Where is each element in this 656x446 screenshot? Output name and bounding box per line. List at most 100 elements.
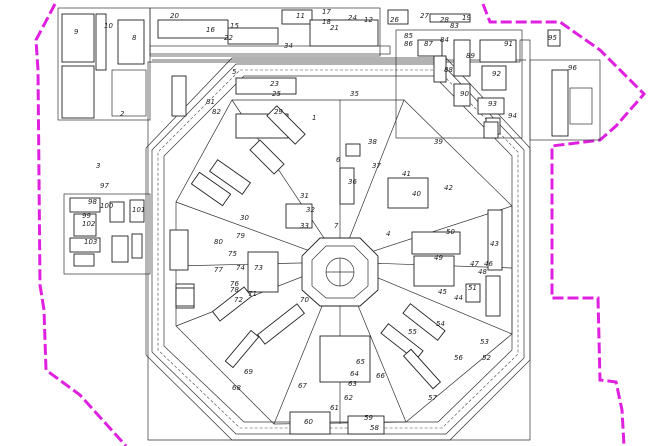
building-label: 46 xyxy=(484,260,493,268)
boundary-left xyxy=(34,3,128,446)
building-label: 79 xyxy=(236,232,245,240)
building-label: 102 xyxy=(82,220,96,228)
building-label: 1 xyxy=(312,114,316,122)
building-label: 63 xyxy=(348,380,357,388)
building-label: 29 xyxy=(274,108,283,116)
building-label: 42 xyxy=(444,184,453,192)
building-label: 18 xyxy=(322,18,331,26)
building-label: 16 xyxy=(206,26,215,34)
building-label: 8 xyxy=(132,34,137,42)
building-label: 87 xyxy=(424,40,433,48)
northeast-complex xyxy=(395,29,601,141)
building-label: 89 xyxy=(466,52,475,60)
building-label: 24 xyxy=(348,14,357,22)
building-label: 48 xyxy=(478,268,487,276)
building-label: 62 xyxy=(344,394,353,402)
building-label: 4 xyxy=(386,230,390,238)
building-label: 68 xyxy=(232,384,241,392)
building-label: 66 xyxy=(376,372,385,380)
building-label: 26 xyxy=(390,16,399,24)
building-label: 69 xyxy=(244,368,253,376)
building-label: 30 xyxy=(240,214,249,222)
building-label: 78 xyxy=(230,286,239,294)
building-label: 103 xyxy=(84,238,97,246)
building-label: 41 xyxy=(402,170,411,178)
building-label: 51 xyxy=(468,284,477,292)
building-label: 31 xyxy=(300,192,309,200)
building-label: 47 xyxy=(470,260,479,268)
building-label: 57 xyxy=(428,394,437,402)
building-label: 75 xyxy=(228,250,237,258)
central-hub xyxy=(301,237,379,307)
building-label: 88 xyxy=(444,66,453,74)
building-label: 74 xyxy=(236,264,245,272)
building-label: 95 xyxy=(548,34,557,42)
building-label: 52 xyxy=(482,354,491,362)
boundary-right xyxy=(481,3,647,446)
building-label: 81 xyxy=(206,98,215,106)
building-label: 35 xyxy=(350,90,359,98)
building-label: 86 xyxy=(404,40,413,48)
site-boundary xyxy=(34,3,647,446)
top-service-area xyxy=(149,7,471,57)
building-label: 32 xyxy=(306,206,315,214)
building-label: 49 xyxy=(434,254,443,262)
building-label: 20 xyxy=(170,12,179,20)
building-label: 101 xyxy=(132,206,145,214)
building-label: 15 xyxy=(230,22,239,30)
building-label: 11 xyxy=(296,12,305,20)
building-label: 28 xyxy=(440,16,449,24)
building-label: 65 xyxy=(356,358,365,366)
building-label: 99 xyxy=(82,212,91,220)
building-label: 40 xyxy=(412,190,421,198)
building-label: 60 xyxy=(304,418,313,426)
building-label: 84 xyxy=(440,36,449,44)
building-label: 25 xyxy=(272,90,281,98)
inner-buildings xyxy=(169,75,503,435)
building-label: 27 xyxy=(420,12,429,20)
building-label: 21 xyxy=(330,24,339,32)
building-label: 55 xyxy=(408,328,417,336)
building-label: 37 xyxy=(372,162,381,170)
building-label: 10 xyxy=(104,22,113,30)
building-label: 5 xyxy=(232,68,237,76)
building-label: 43 xyxy=(490,240,499,248)
building-label: 80 xyxy=(214,238,223,246)
building-label: 2 xyxy=(120,110,125,118)
building-label: 6 xyxy=(336,156,341,164)
building-label: 44 xyxy=(454,294,463,302)
building-label: 19 xyxy=(462,14,471,22)
building-label: 3 xyxy=(96,162,100,170)
building-label: 90 xyxy=(460,90,469,98)
building-label: 67 xyxy=(298,382,307,390)
building-label: 23 xyxy=(270,80,279,88)
building-label: 96 xyxy=(568,64,577,72)
building-label: 33 xyxy=(300,222,309,230)
building-label: 53 xyxy=(480,338,489,346)
building-label: 64 xyxy=(350,370,359,378)
building-label: 77 xyxy=(214,266,223,274)
building-label: 7 xyxy=(334,222,339,230)
building-label: 34 xyxy=(284,42,293,50)
building-label: 54 xyxy=(436,320,445,328)
building-label: 91 xyxy=(504,40,513,48)
building-label: 93 xyxy=(488,100,497,108)
building-label: 94 xyxy=(508,112,517,120)
building-label: 39 xyxy=(434,138,443,146)
building-label: 83 xyxy=(450,22,459,30)
building-label: 76 xyxy=(230,280,239,288)
building-label: 58 xyxy=(370,424,379,432)
building-label: 73 xyxy=(254,264,263,272)
building-label: 22 xyxy=(224,34,233,42)
building-label: 97 xyxy=(100,182,109,190)
building-label: 45 xyxy=(438,288,447,296)
building-label: 98 xyxy=(88,198,97,206)
building-label: 17 xyxy=(322,8,331,16)
building-label: 70 xyxy=(300,296,309,304)
building-label: 56 xyxy=(454,354,463,362)
building-label: 9 xyxy=(74,28,79,36)
building-label: 100 xyxy=(100,202,114,210)
building-label: 36 xyxy=(348,178,357,186)
west-complex xyxy=(63,193,151,275)
